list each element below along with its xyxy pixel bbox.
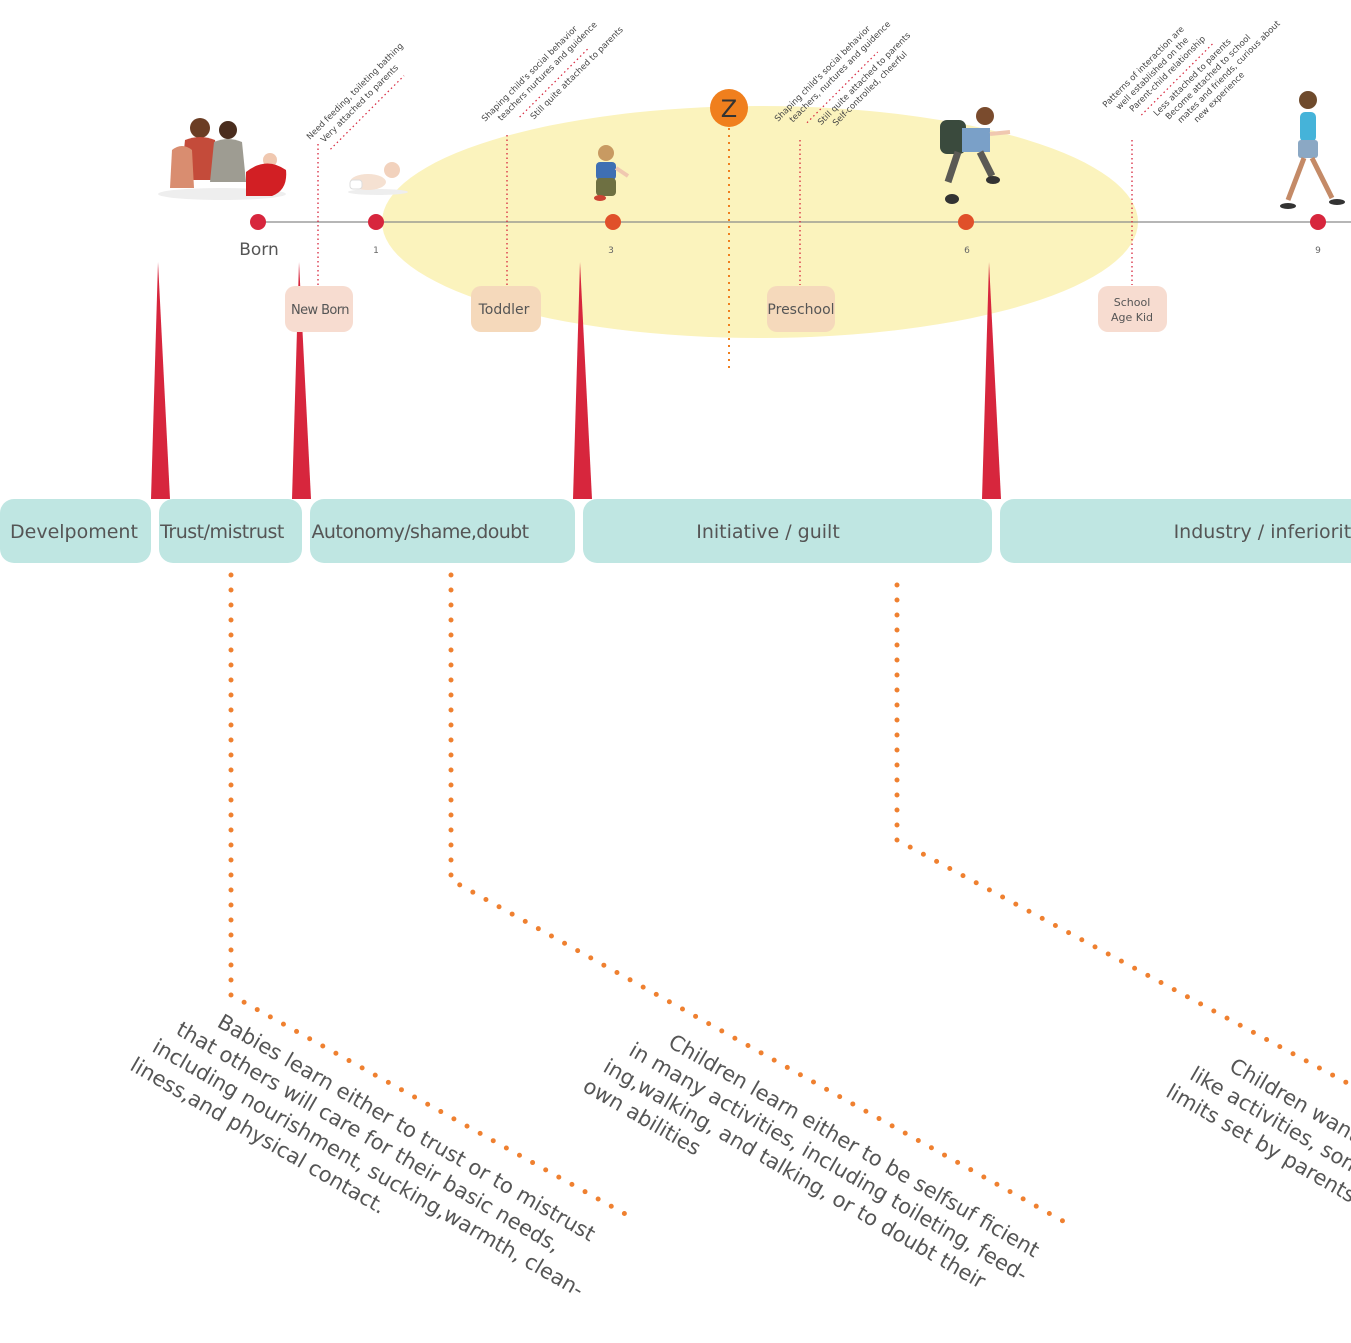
svg-text:Initiative / guilt: Initiative / guilt xyxy=(696,521,840,543)
description-line: ing,walking, and talking, or to doubt th… xyxy=(599,1054,990,1293)
annotation-line: Very attached to parents xyxy=(319,63,401,145)
annotation-newborn: Need feeding, toileting bathing Very att… xyxy=(305,41,406,150)
stage-box-industry: Industry / inferiority xyxy=(1000,499,1351,563)
annotation-line: Shaping child's social behavior xyxy=(480,24,580,124)
description-line: including nourishment, sucking,warmth, c… xyxy=(148,1034,587,1302)
age-tag-line: Age Kid xyxy=(1111,311,1153,324)
crawling-baby-photo xyxy=(348,162,408,195)
timeline-dot-born xyxy=(250,214,266,230)
svg-text:Autonomy/shame,doubt: Autonomy/shame,doubt xyxy=(312,521,529,543)
age-tag-toddler: Toddler xyxy=(471,286,541,332)
description-line: Children learn either to be selfsuf fici… xyxy=(665,1030,1044,1263)
description-trust: Babies learn either to trust or to mistr… xyxy=(126,1010,600,1302)
description-line: in many activities, including toileting,… xyxy=(625,1038,1032,1287)
description-initiative: Children want to undertake many adult- l… xyxy=(1162,1054,1351,1309)
svg-text:Toddler: Toddler xyxy=(478,302,530,318)
annotation-leaders xyxy=(317,135,1133,285)
family-photo xyxy=(158,118,287,200)
stage-box-development: Develpoment xyxy=(0,499,151,563)
svg-text:Preschool: Preschool xyxy=(767,302,834,318)
annotation-school-age: Patterns of interaction are well establi… xyxy=(1101,19,1283,126)
age-label-6: 6 xyxy=(964,246,970,256)
age-tag-preschool: Preschool xyxy=(767,286,835,332)
description-line: that others will care for their basic ne… xyxy=(172,1017,564,1257)
toddler-photo xyxy=(594,145,630,201)
svg-text:Industry / inferiority: Industry / inferiority xyxy=(1174,521,1351,543)
schoolboy-photo xyxy=(940,107,1011,204)
spike-3 xyxy=(573,262,592,499)
age-label-3: 3 xyxy=(608,246,614,256)
z-marker xyxy=(710,89,748,127)
annotation-line: Need feeding, toileting bathing xyxy=(305,41,406,142)
stage-box-trust: Trust/mistrust xyxy=(159,499,302,563)
spike-1 xyxy=(151,262,170,499)
spike-4 xyxy=(982,262,1001,499)
timeline-dot-9 xyxy=(1310,214,1326,230)
age-tag-newborn: New Born xyxy=(285,286,353,332)
age-tag-line: School xyxy=(1114,296,1151,309)
age-tag-school-age: School Age Kid xyxy=(1098,286,1167,332)
age-label-1: 1 xyxy=(373,246,379,256)
description-line: Babies learn either to trust or to mistr… xyxy=(214,1010,600,1247)
connector-trust xyxy=(228,572,639,1223)
age-label-born: Born xyxy=(239,240,279,260)
stage-box-autonomy: Autonomy/shame,doubt xyxy=(310,499,575,563)
timeline-dot-3 xyxy=(605,214,621,230)
walking-girl-photo xyxy=(1280,91,1345,209)
svg-text:Develpoment: Develpoment xyxy=(10,521,138,543)
stage-box-initiative: Initiative / guilt xyxy=(583,499,992,563)
age-label-9: 9 xyxy=(1315,246,1321,256)
z-marker-label: Z xyxy=(721,95,737,123)
timeline-dot-1 xyxy=(368,214,384,230)
svg-text:Trust/mistrust: Trust/mistrust xyxy=(159,521,284,543)
description-autonomy: Children learn either to be selfsuf fici… xyxy=(579,1030,1044,1294)
spike-2 xyxy=(292,262,311,499)
connectors xyxy=(228,572,1351,1228)
stage-spikes xyxy=(151,262,1001,499)
timeline-dot-6 xyxy=(958,214,974,230)
svg-text:New Born: New Born xyxy=(291,303,349,318)
connector-initiative xyxy=(894,582,1351,1088)
